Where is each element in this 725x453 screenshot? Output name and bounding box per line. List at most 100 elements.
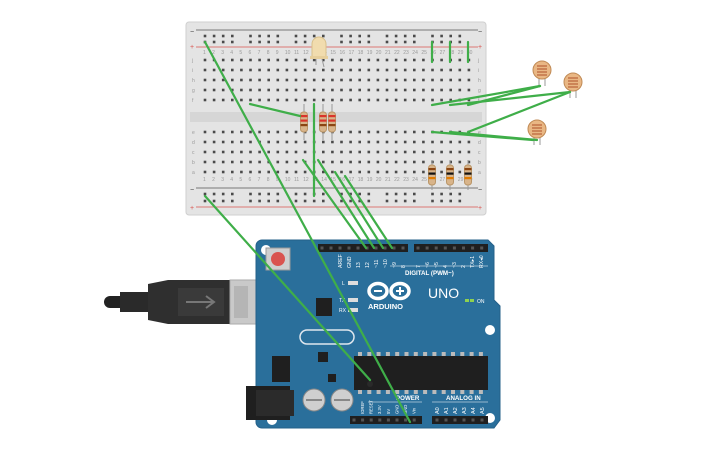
resistor-icon[interactable] — [328, 104, 336, 140]
terminal-hole[interactable] — [376, 160, 380, 164]
terminal-hole[interactable] — [358, 150, 361, 154]
digital-header-left[interactable] — [318, 244, 408, 252]
terminal-hole[interactable] — [376, 170, 380, 174]
terminal-hole[interactable] — [449, 68, 452, 72]
terminal-hole[interactable] — [285, 160, 289, 164]
rail-hole[interactable] — [303, 34, 307, 38]
terminal-hole[interactable] — [285, 88, 289, 92]
rail-hole[interactable] — [349, 199, 352, 203]
terminal-hole[interactable] — [221, 58, 225, 62]
terminal-hole[interactable] — [413, 98, 416, 102]
header-pin[interactable] — [401, 246, 405, 250]
terminal-hole[interactable] — [422, 98, 425, 102]
analog-header[interactable] — [432, 416, 488, 424]
terminal-hole[interactable] — [322, 58, 325, 62]
header-pin[interactable] — [386, 418, 390, 422]
terminal-hole[interactable] — [294, 58, 298, 62]
terminal-hole[interactable] — [203, 98, 207, 102]
rail-hole[interactable] — [276, 199, 280, 203]
rail-hole[interactable] — [340, 199, 343, 203]
terminal-hole[interactable] — [467, 140, 471, 144]
rail-hole[interactable] — [403, 192, 407, 196]
terminal-hole[interactable] — [440, 160, 443, 164]
terminal-hole[interactable] — [203, 68, 207, 72]
terminal-hole[interactable] — [303, 170, 307, 174]
terminal-hole[interactable] — [340, 98, 343, 102]
terminal-hole[interactable] — [294, 98, 298, 102]
terminal-hole[interactable] — [422, 140, 425, 144]
rail-hole[interactable] — [394, 34, 398, 38]
terminal-hole[interactable] — [367, 98, 371, 102]
rail-hole[interactable] — [212, 192, 216, 196]
rail-hole[interactable] — [358, 192, 361, 196]
rail-hole[interactable] — [458, 192, 462, 196]
rail-hole[interactable] — [276, 40, 280, 44]
terminal-hole[interactable] — [440, 88, 443, 92]
rail-hole[interactable] — [340, 192, 343, 196]
terminal-hole[interactable] — [458, 68, 462, 72]
terminal-hole[interactable] — [249, 88, 252, 92]
terminal-hole[interactable] — [340, 150, 343, 154]
rail-hole[interactable] — [349, 192, 352, 196]
terminal-hole[interactable] — [349, 170, 352, 174]
terminal-hole[interactable] — [322, 68, 325, 72]
terminal-hole[interactable] — [467, 98, 471, 102]
terminal-hole[interactable] — [403, 170, 407, 174]
terminal-hole[interactable] — [422, 68, 425, 72]
terminal-hole[interactable] — [340, 88, 343, 92]
terminal-hole[interactable] — [431, 98, 434, 102]
header-pin[interactable] — [378, 418, 382, 422]
terminal-hole[interactable] — [294, 78, 298, 82]
terminal-hole[interactable] — [458, 170, 462, 174]
terminal-hole[interactable] — [231, 130, 234, 134]
rail-hole[interactable] — [267, 40, 270, 44]
terminal-hole[interactable] — [294, 160, 298, 164]
terminal-hole[interactable] — [294, 68, 298, 72]
terminal-hole[interactable] — [267, 78, 270, 82]
rail-hole[interactable] — [385, 192, 389, 196]
terminal-hole[interactable] — [358, 140, 361, 144]
header-pin[interactable] — [329, 246, 333, 250]
terminal-hole[interactable] — [422, 130, 425, 134]
header-pin[interactable] — [480, 418, 484, 422]
terminal-hole[interactable] — [221, 170, 225, 174]
rail-hole[interactable] — [267, 192, 270, 196]
terminal-hole[interactable] — [394, 78, 398, 82]
terminal-hole[interactable] — [231, 170, 234, 174]
wire[interactable] — [466, 90, 572, 134]
terminal-hole[interactable] — [331, 68, 334, 72]
rail-hole[interactable] — [431, 192, 434, 196]
terminal-hole[interactable] — [258, 170, 261, 174]
terminal-hole[interactable] — [394, 160, 398, 164]
terminal-hole[interactable] — [422, 58, 425, 62]
terminal-hole[interactable] — [367, 150, 371, 154]
wire[interactable] — [248, 102, 302, 118]
terminal-hole[interactable] — [303, 150, 307, 154]
terminal-hole[interactable] — [413, 130, 416, 134]
terminal-hole[interactable] — [367, 130, 371, 134]
terminal-hole[interactable] — [403, 98, 407, 102]
terminal-hole[interactable] — [240, 160, 243, 164]
terminal-hole[interactable] — [340, 68, 343, 72]
terminal-hole[interactable] — [413, 88, 416, 92]
terminal-hole[interactable] — [294, 88, 298, 92]
terminal-hole[interactable] — [376, 78, 380, 82]
rail-hole[interactable] — [394, 199, 398, 203]
terminal-hole[interactable] — [458, 58, 462, 62]
terminal-hole[interactable] — [358, 130, 361, 134]
terminal-hole[interactable] — [394, 58, 398, 62]
terminal-hole[interactable] — [367, 160, 371, 164]
terminal-hole[interactable] — [258, 68, 261, 72]
terminal-hole[interactable] — [349, 140, 352, 144]
rail-hole[interactable] — [367, 192, 371, 196]
terminal-hole[interactable] — [258, 98, 261, 102]
rail-hole[interactable] — [440, 34, 443, 38]
rail-hole[interactable] — [276, 192, 280, 196]
terminal-hole[interactable] — [331, 150, 334, 154]
terminal-hole[interactable] — [240, 68, 243, 72]
terminal-hole[interactable] — [358, 88, 361, 92]
terminal-hole[interactable] — [431, 88, 434, 92]
photoresistor-icon[interactable] — [532, 60, 552, 86]
terminal-hole[interactable] — [458, 140, 462, 144]
terminal-hole[interactable] — [203, 170, 207, 174]
